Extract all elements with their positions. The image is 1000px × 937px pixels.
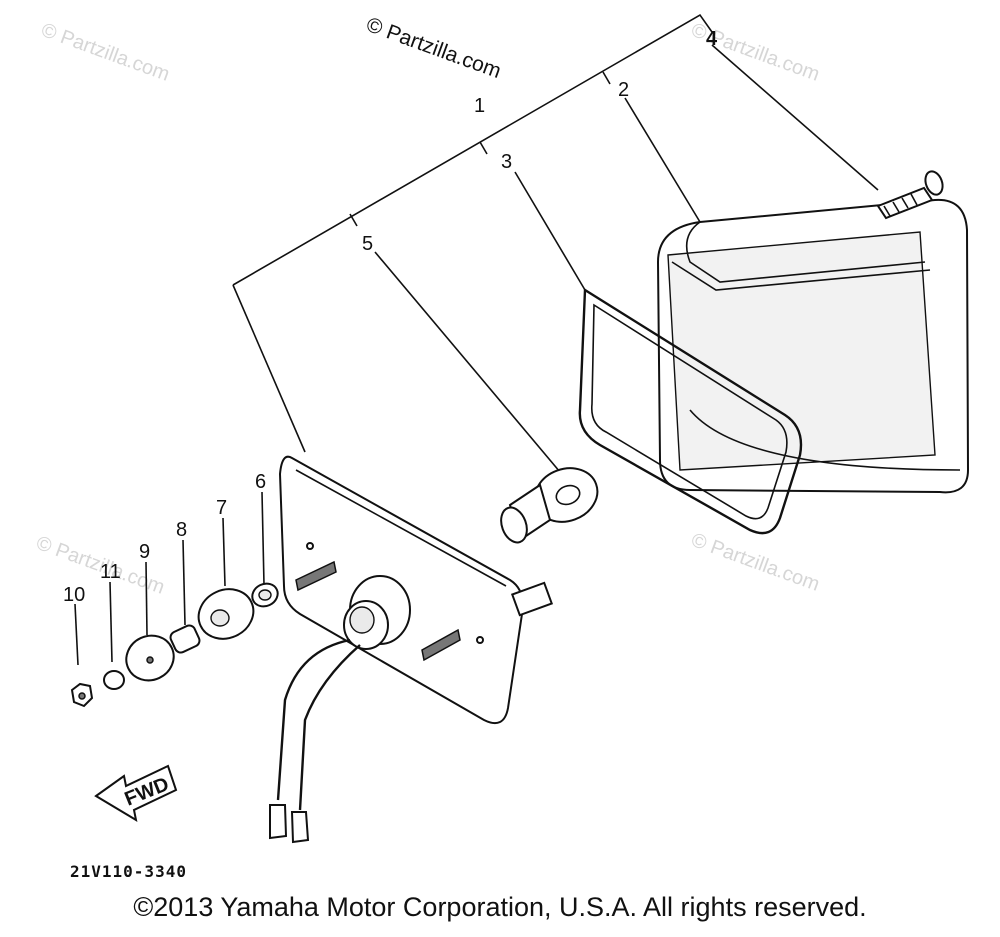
callout-11: 11 — [100, 561, 121, 583]
diagram-reference-code: 21V110-3340 — [70, 862, 187, 881]
callout-7: 7 — [216, 497, 227, 519]
washer-part-9 — [125, 634, 175, 682]
callout-4: 4 — [706, 28, 718, 50]
callout-8: 8 — [176, 519, 187, 541]
nut-part-10 — [70, 682, 94, 708]
watermark: © Partzilla.com — [38, 19, 172, 86]
leader-lines — [74, 44, 879, 666]
watermark: © Partzilla.com — [688, 529, 822, 596]
cushion-part-7 — [197, 588, 255, 640]
lens-screw — [876, 170, 944, 220]
collar-part-8 — [169, 624, 201, 654]
callout-10: 10 — [63, 584, 85, 606]
callout-5: 5 — [362, 233, 373, 255]
lamp-base-plate — [269, 455, 554, 844]
spring-washer-part-11 — [103, 670, 125, 690]
lens-gasket — [578, 287, 803, 535]
watermark-top: © Partzilla.com — [363, 13, 504, 83]
assembly-bracket — [232, 13, 713, 453]
tail-lamp-lens — [656, 198, 970, 494]
callout-3: 3 — [501, 151, 512, 173]
callout-6: 6 — [255, 471, 266, 493]
tail-lamp-bulb — [500, 467, 599, 544]
grommet-part-6 — [251, 582, 279, 608]
fwd-arrow-icon: FWD — [94, 764, 178, 823]
callout-2: 2 — [618, 79, 629, 101]
copyright-notice: ©2013 Yamaha Motor Corporation, U.S.A. A… — [133, 892, 867, 922]
callout-9: 9 — [139, 541, 150, 563]
callout-1: 1 — [474, 95, 485, 117]
